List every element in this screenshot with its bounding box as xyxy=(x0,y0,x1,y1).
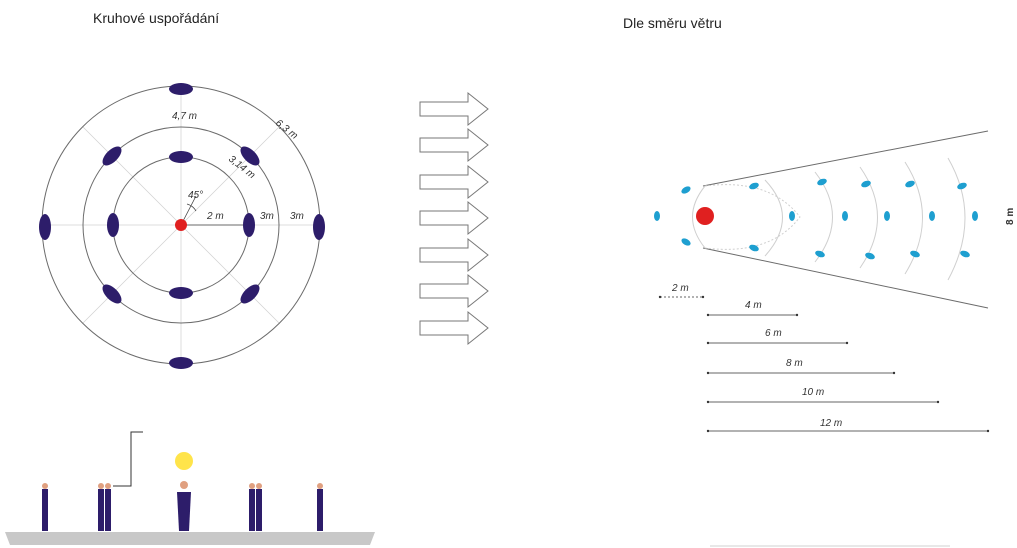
wind-arrow-icon xyxy=(419,237,489,273)
distance-label: 10 m xyxy=(802,387,824,398)
sensor-points xyxy=(654,178,978,260)
sensor-point xyxy=(865,252,875,260)
distance-label: 12 m xyxy=(820,418,842,429)
middle-circumference-label: 4,7 m xyxy=(172,111,197,122)
middle-point xyxy=(240,284,260,304)
callout-line xyxy=(113,431,143,487)
dimension-lines xyxy=(660,296,988,432)
sensor-point xyxy=(957,182,967,190)
sensor-point xyxy=(842,211,848,221)
dimension-ticks xyxy=(658,295,990,433)
wind-arrows xyxy=(419,91,489,346)
middle-radius-label: 3m xyxy=(260,211,274,222)
sensor-point xyxy=(749,182,759,190)
distance-labels: 2 m 4 m 6 m 8 m 10 m 12 m xyxy=(671,283,842,429)
source-point xyxy=(696,207,714,225)
sensor-point xyxy=(749,244,759,252)
distance-arcs xyxy=(692,157,966,281)
distance-label: 4 m xyxy=(745,300,762,311)
wind-layout-title: Dle směru větru xyxy=(623,15,722,31)
center-source-point xyxy=(175,219,187,231)
middle-point xyxy=(102,284,122,304)
sensor-point xyxy=(972,211,978,221)
inner-point xyxy=(107,213,119,237)
sensor-point xyxy=(815,250,825,258)
wind-arrow-icon xyxy=(419,164,489,200)
distance-label: 8 m xyxy=(786,358,803,369)
wind-arrow-icon xyxy=(419,310,489,346)
sensor-point xyxy=(905,180,915,188)
outer-circumference-label: 6,3 m xyxy=(273,118,299,142)
lamp-icon xyxy=(175,452,193,470)
outer-radius-label: 3m xyxy=(290,211,304,222)
wind-arrow-icon xyxy=(419,273,489,309)
inner-zone-outline xyxy=(704,184,801,250)
person-figure xyxy=(177,481,191,531)
sensor-point xyxy=(960,250,970,258)
inner-point xyxy=(243,213,255,237)
angle-arc xyxy=(186,203,197,212)
outer-point xyxy=(169,357,193,369)
sensor-point xyxy=(884,211,890,221)
cone-upper-line xyxy=(702,130,989,187)
inner-point xyxy=(169,151,193,163)
ground xyxy=(5,532,375,545)
sensor-point xyxy=(654,211,660,221)
inner-radius-label: 2 m xyxy=(206,211,224,222)
people xyxy=(42,481,323,531)
middle-point xyxy=(240,146,260,166)
circular-layout: 2 m 3m 3m 4,7 m 6,3 m 3,14 m 45° xyxy=(39,83,325,369)
distance-label: 6 m xyxy=(765,328,782,339)
side-view xyxy=(5,431,375,545)
sensor-point xyxy=(789,211,795,221)
inner-point xyxy=(169,287,193,299)
wind-arrow-icon xyxy=(419,127,489,163)
inner-ring-points xyxy=(107,151,255,299)
sensor-point xyxy=(910,250,920,258)
circular-layout-title: Kruhové uspořádání xyxy=(93,10,220,26)
person-figure xyxy=(42,483,48,531)
person-figure xyxy=(98,483,111,531)
outer-ring-points xyxy=(39,83,325,369)
sensor-point xyxy=(929,211,935,221)
outer-point xyxy=(39,214,51,240)
sensor-point xyxy=(681,238,691,246)
sensor-point xyxy=(817,178,827,186)
middle-point xyxy=(102,146,122,166)
angle-label: 45° xyxy=(188,190,203,201)
person-figure xyxy=(249,483,262,531)
outer-point xyxy=(313,214,325,240)
sensor-point xyxy=(861,180,871,188)
middle-ring xyxy=(82,126,280,324)
wind-arrow-icon xyxy=(419,91,489,127)
wind-layout: 8 m 2 m 4 m 6 m 8 m 10 m 12 m xyxy=(654,130,1016,547)
wind-arrow-icon xyxy=(419,200,489,236)
person-figure xyxy=(317,483,323,531)
cone-lower-line xyxy=(702,247,989,309)
width-label: 8 m xyxy=(1005,208,1016,225)
distance-label: 2 m xyxy=(671,283,689,294)
middle-ring-points xyxy=(102,146,260,304)
outer-point xyxy=(169,83,193,95)
sensor-point xyxy=(681,186,691,194)
